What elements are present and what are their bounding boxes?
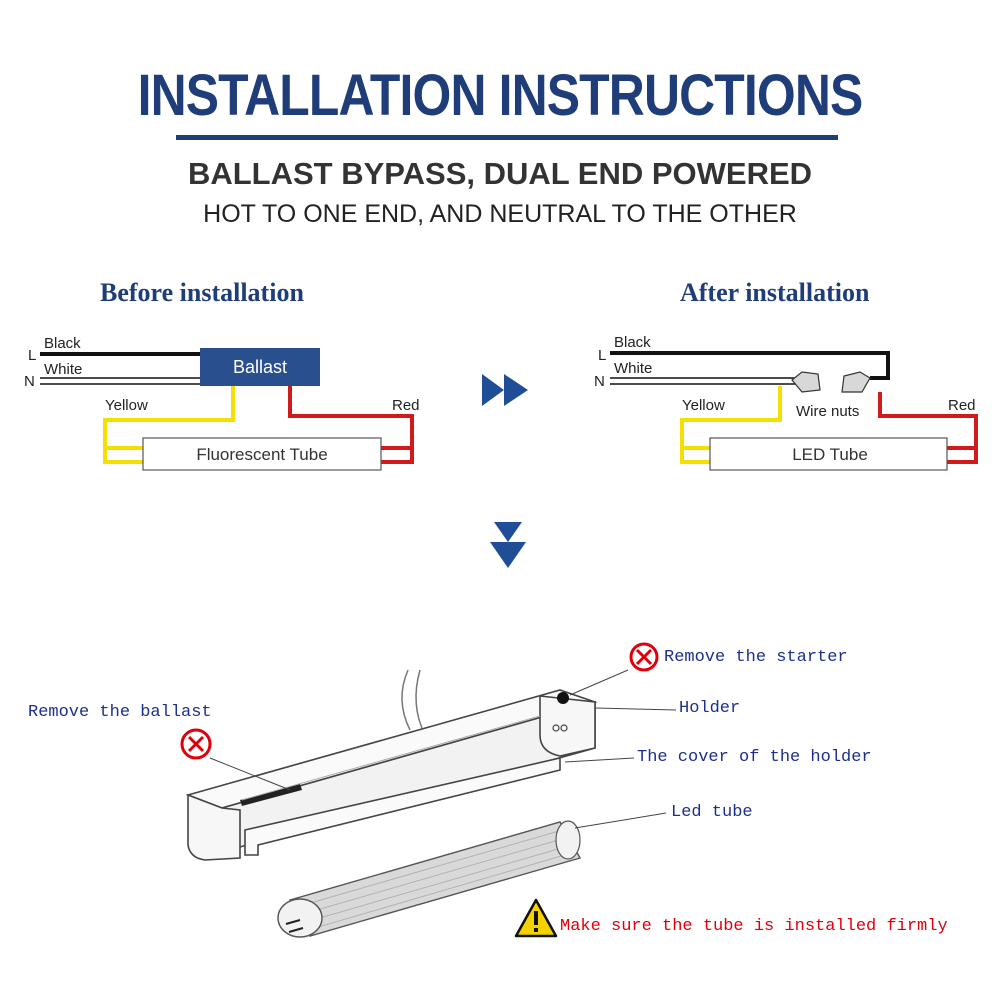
black-wire-after (610, 351, 890, 380)
label-l-after: L (598, 347, 606, 364)
wire-nut-left (791, 371, 821, 393)
holder-label: Holder (679, 699, 741, 718)
holder-leader (594, 707, 677, 711)
after-wiring-diagram: L N Black White Wire nuts Yellow Red LED… (594, 334, 978, 471)
tube-label: Fluorescent Tube (196, 445, 327, 464)
remove-starter-label: Remove the starter (664, 648, 848, 667)
subtitle: BALLAST BYPASS, DUAL END POWERED (187, 156, 813, 191)
wire-nut-right (841, 371, 871, 393)
label-l: L (28, 347, 36, 364)
title-underline (176, 135, 838, 140)
fluorescent-tube (142, 437, 382, 471)
starter-leader (569, 669, 629, 696)
holder (539, 695, 596, 757)
fast-forward-icon (482, 374, 528, 406)
prohibited-icon (629, 642, 659, 672)
led-tube-label: LED Tube (792, 445, 868, 464)
holder-cover (244, 756, 561, 856)
ballast-box (200, 348, 320, 386)
cover-label: The cover of the holder (637, 748, 872, 767)
warning-label: Make sure the tube is installed firmly (560, 917, 948, 936)
label-black: Black (44, 335, 81, 352)
subtitle-note: HOT TO ONE END, AND NEUTRAL TO THE OTHER (203, 200, 797, 228)
led-tube-text-label: Led tube (671, 803, 753, 822)
arrow-down-icon (490, 522, 526, 568)
prohibited-icon-ballast (180, 728, 212, 760)
label-red-after: Red (948, 397, 976, 414)
before-wiring-diagram: L N Black White Ballast Yellow Red Fluor… (24, 335, 420, 471)
label-yellow: Yellow (105, 397, 148, 414)
page-title: INSTALLATION INSTRUCTIONS (137, 63, 864, 128)
starter (557, 692, 569, 704)
warning-icon (514, 898, 558, 938)
led-tube-box (709, 437, 948, 471)
label-yellow-after: Yellow (682, 397, 725, 414)
cover-leader (564, 757, 635, 763)
after-heading: After installation (680, 278, 870, 307)
label-n-after: N (594, 373, 605, 390)
fixture-illustration (185, 669, 677, 938)
label-white-after: White (614, 360, 652, 377)
before-heading: Before installation (100, 278, 304, 307)
label-wire-nuts: Wire nuts (796, 403, 859, 420)
remove-ballast-label: Remove the ballast (28, 703, 212, 722)
ballast-leader (209, 757, 291, 791)
label-white: White (44, 361, 82, 378)
ballast-label: Ballast (233, 357, 287, 377)
tube-leader (574, 812, 667, 829)
ballast (240, 784, 302, 806)
label-black-after: Black (614, 334, 651, 351)
label-n: N (24, 373, 35, 390)
label-red: Red (392, 397, 420, 414)
